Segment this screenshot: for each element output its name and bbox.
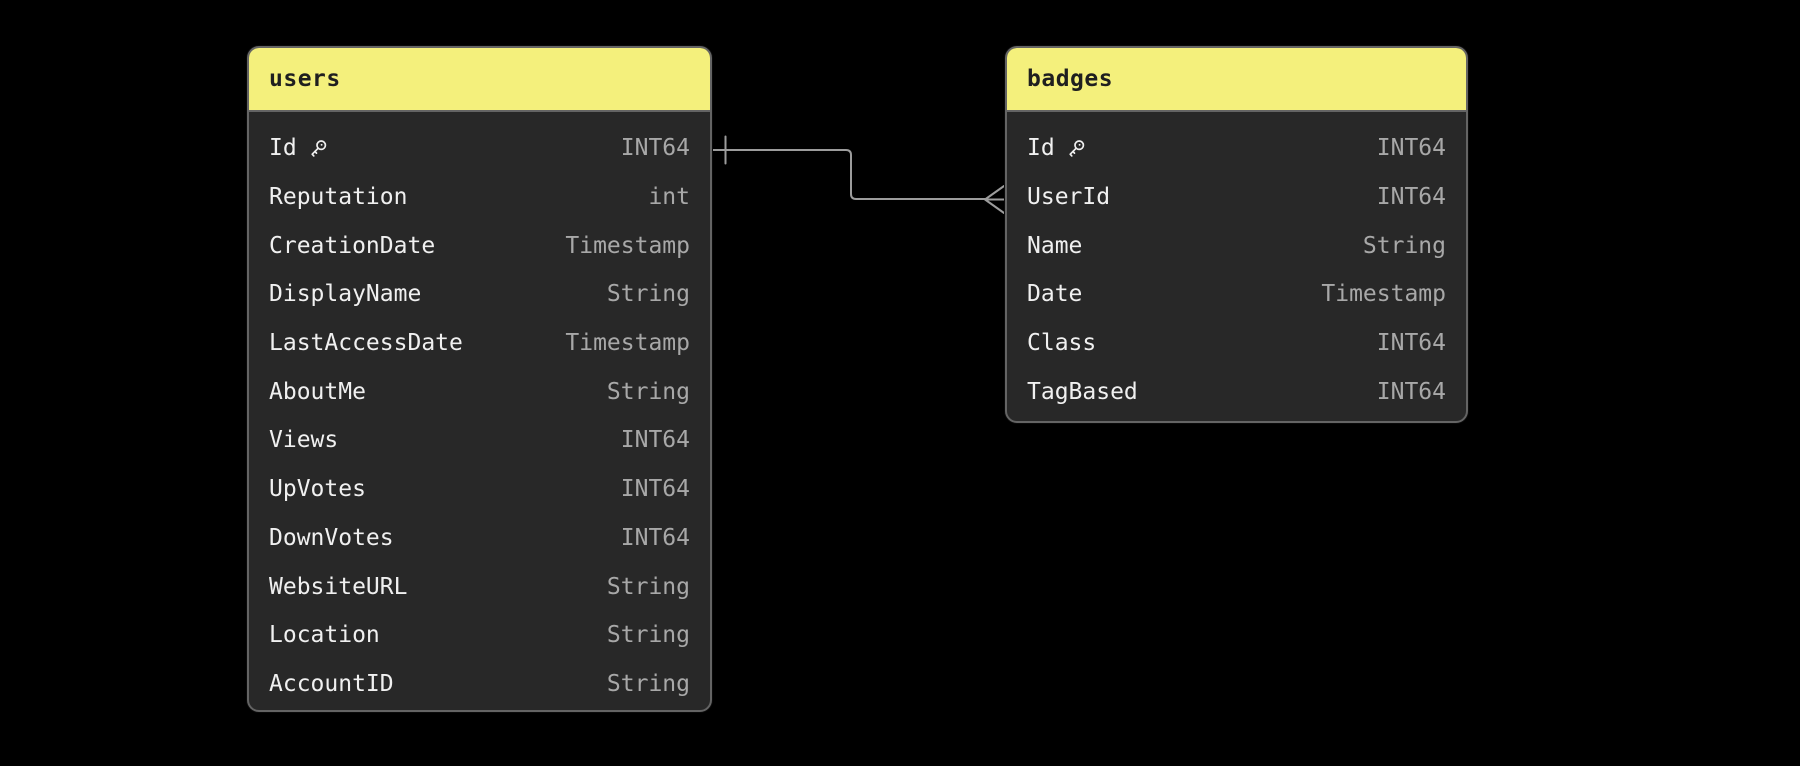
field-name: Location [269, 622, 380, 649]
field-name: WebsiteURL [269, 573, 408, 600]
field-name: AboutMe [269, 378, 366, 405]
field-row-badges-name: Name String [1007, 221, 1466, 270]
field-name: UserId [1027, 184, 1111, 211]
entity-users-header[interactable]: users [249, 48, 710, 112]
field-row-badges-date: Date Timestamp [1007, 270, 1466, 319]
field-type: String [606, 573, 690, 600]
field-type: String [606, 622, 690, 649]
field-type: Timestamp [565, 330, 690, 357]
cardinality-many-crow-foot [984, 185, 1005, 214]
primary-key-icon [1069, 140, 1084, 158]
field-row-users-websiteurl: WebsiteURL String [249, 562, 710, 611]
field-type: INT64 [620, 476, 690, 503]
field-row-users-upvotes: UpVotes INT64 [249, 465, 710, 514]
field-type: INT64 [1376, 378, 1446, 405]
field-row-users-displayname: DisplayName String [249, 270, 710, 319]
field-type: int [648, 184, 690, 211]
field-name: Date [1027, 281, 1083, 308]
field-name: Class [1027, 330, 1097, 357]
field-name: CreationDate [269, 232, 436, 259]
field-type: INT64 [1376, 184, 1446, 211]
field-type: String [606, 670, 690, 697]
field-row-badges-tagbased: TagBased INT64 [1007, 367, 1466, 416]
entity-users[interactable]: users Id INT64 Re [247, 46, 712, 712]
field-type: INT64 [620, 524, 690, 551]
field-row-users-location: Location String [249, 611, 710, 660]
field-type: INT64 [620, 427, 690, 454]
field-row-users-accountid: AccountID String [249, 660, 710, 709]
entity-badges-body: Id INT64 UserId INT64 N [1007, 112, 1466, 421]
field-row-users-views: Views INT64 [249, 416, 710, 465]
entity-badges[interactable]: badges Id INT64 U [1005, 46, 1468, 423]
entity-badges-header[interactable]: badges [1007, 48, 1466, 112]
field-name: DisplayName [269, 281, 422, 308]
field-row-users-aboutme: AboutMe String [249, 367, 710, 416]
entity-badges-title: badges [1027, 66, 1114, 92]
entity-users-body: Id INT64 Reputation int [249, 112, 710, 710]
field-row-badges-id: Id INT64 [1007, 124, 1466, 173]
field-type: INT64 [620, 135, 690, 162]
field-name: Id [269, 135, 297, 162]
field-type: INT64 [1376, 135, 1446, 162]
field-name: UpVotes [269, 476, 366, 503]
field-name: Views [269, 427, 339, 454]
field-name: Id [1027, 135, 1055, 162]
field-type: String [606, 281, 690, 308]
field-row-users-downvotes: DownVotes INT64 [249, 514, 710, 563]
field-type: Timestamp [1321, 281, 1446, 308]
field-name: Reputation [269, 184, 408, 211]
field-type: String [1362, 232, 1446, 259]
primary-key-icon [311, 140, 326, 158]
field-type: Timestamp [565, 232, 690, 259]
entity-users-title: users [269, 66, 341, 92]
field-row-users-lastaccessdate: LastAccessDate Timestamp [249, 319, 710, 368]
field-row-badges-class: Class INT64 [1007, 319, 1466, 368]
field-type: String [606, 378, 690, 405]
field-row-users-creationdate: CreationDate Timestamp [249, 221, 710, 270]
field-name: Name [1027, 232, 1083, 259]
field-row-badges-userid: UserId INT64 [1007, 173, 1466, 222]
field-row-users-id: Id INT64 [249, 124, 710, 173]
field-row-users-reputation: Reputation int [249, 173, 710, 222]
field-name: AccountID [269, 670, 394, 697]
field-name: TagBased [1027, 378, 1138, 405]
field-name: DownVotes [269, 524, 394, 551]
relationship-path [711, 149, 986, 200]
field-type: INT64 [1376, 330, 1446, 357]
field-name: LastAccessDate [269, 330, 463, 357]
